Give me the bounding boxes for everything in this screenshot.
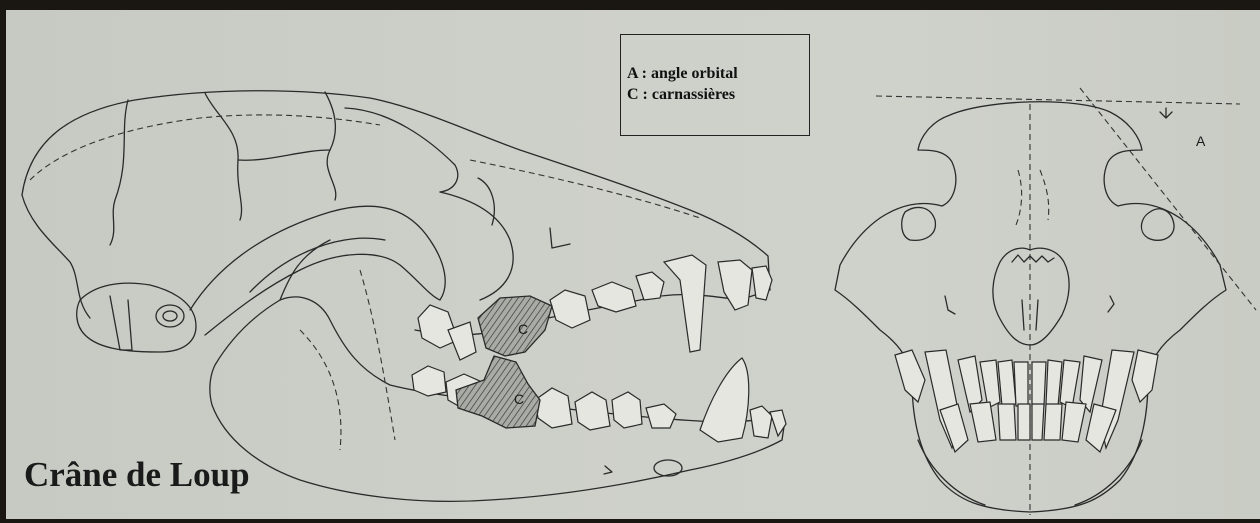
lower-carnassial [456, 356, 540, 428]
legend-line-carnassials: C : carnassières [627, 84, 809, 105]
upper-teeth [418, 255, 772, 360]
nasal-aperture [993, 248, 1069, 345]
figure-caption: Crâne de Loup [24, 455, 250, 495]
legend-box: A : angle orbital C : carnassières [620, 34, 810, 136]
upper-carnassial-label: C [518, 321, 528, 337]
orbital-angle-label: A [1196, 133, 1206, 149]
frontal-skull-view: A [835, 88, 1256, 515]
legend-line-orbital-angle: A : angle orbital [627, 63, 809, 84]
zygomatic-arch [190, 206, 445, 335]
upper-carnassial [478, 296, 552, 356]
orbital-angle-oblique-line [1080, 88, 1256, 310]
lower-carnassial-label: C [514, 391, 524, 407]
frontal-teeth [895, 350, 1158, 452]
orbital-angle-horizontal-line [876, 96, 1240, 104]
lateral-skull-view: C C [22, 91, 786, 502]
